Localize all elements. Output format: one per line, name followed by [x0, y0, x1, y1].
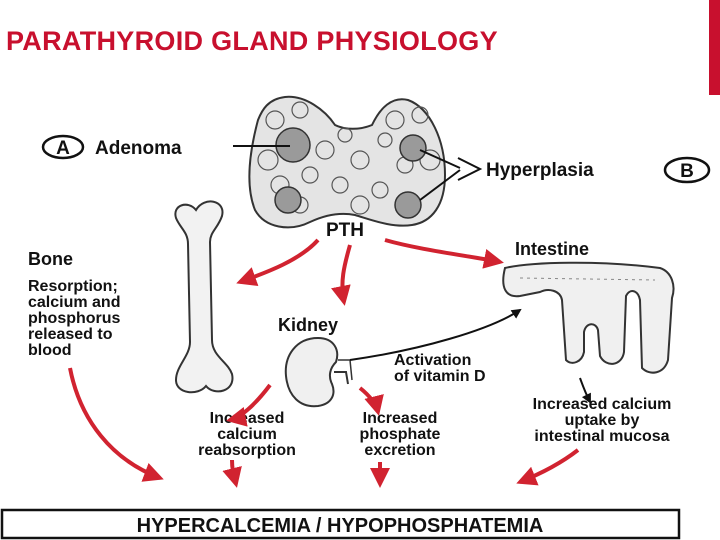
- svg-text:Increased: Increased: [363, 410, 438, 427]
- result-box: [0, 508, 681, 540]
- intestine-illustration: [502, 261, 675, 374]
- svg-text:excretion: excretion: [364, 442, 435, 459]
- accent-bar: [709, 0, 720, 95]
- vitamin-d-arrows: [349, 308, 591, 404]
- svg-text:Activation: Activation: [394, 352, 471, 369]
- hyperplasia-label-group: Hyperplasia B: [419, 149, 711, 201]
- arrow-reabsorption-to-result: [222, 459, 242, 488]
- label-a-letter: A: [56, 138, 70, 159]
- arrow-pth-to-bone: [236, 238, 320, 287]
- arrow-pth-to-kidney: [331, 244, 352, 306]
- svg-text:calcium: calcium: [217, 426, 277, 443]
- label-b-letter: B: [680, 161, 694, 182]
- pth-label: PTH: [326, 220, 364, 241]
- adenoma-label-group: A Adenoma: [41, 134, 290, 160]
- svg-text:blood: blood: [28, 342, 72, 359]
- svg-text:phosphorus: phosphorus: [28, 310, 121, 327]
- bone-description: Resorption; calcium and phosphorus relea…: [28, 278, 121, 359]
- intestine-label: Intestine: [515, 239, 589, 259]
- pathway-arrows: [68, 238, 580, 488]
- svg-text:uptake by: uptake by: [565, 412, 640, 429]
- svg-text:intestinal mucosa: intestinal mucosa: [534, 428, 669, 445]
- femur-bone-illustration: [174, 200, 234, 394]
- svg-text:reabsorption: reabsorption: [198, 442, 296, 459]
- hyperplasia-label: Hyperplasia: [486, 160, 594, 181]
- phosphate-excretion-label: Increased phosphate excretion: [360, 410, 441, 459]
- result-label: HYPERCALCEMIA / HYPOPHOSPHATEMIA: [137, 515, 544, 537]
- svg-text:of vitamin D: of vitamin D: [394, 368, 486, 385]
- svg-text:Increased calcium: Increased calcium: [533, 396, 672, 413]
- svg-text:released to: released to: [28, 326, 113, 343]
- calcium-reabsorption-label: Increased calcium reabsorption: [198, 410, 296, 459]
- label-a-oval: [41, 134, 85, 160]
- kidney-illustration: [284, 336, 353, 408]
- intestinal-uptake-label: Increased calcium uptake by intestinal m…: [533, 396, 672, 445]
- arrow-bone-to-result: [68, 367, 164, 482]
- vitamin-d-label: Activation of vitamin D: [394, 352, 486, 385]
- adenoma-label: Adenoma: [95, 138, 182, 159]
- slide-title: PARATHYROID GLAND PHYSIOLOGY: [6, 26, 498, 56]
- svg-text:calcium and: calcium and: [28, 294, 120, 311]
- arrow-pth-to-intestine: [384, 238, 504, 269]
- thyroid-gland-illustration: [248, 95, 447, 229]
- svg-text:Resorption;: Resorption;: [28, 278, 118, 295]
- kidney-label: Kidney: [278, 315, 338, 335]
- arrow-kidney-to-excretion: [358, 386, 384, 416]
- arrow-kidney-to-reabsorption: [226, 383, 272, 427]
- label-b-oval: [663, 156, 711, 184]
- bone-label: Bone: [28, 249, 73, 269]
- arrow-uptake-to-result: [516, 448, 580, 486]
- svg-text:phosphate: phosphate: [360, 426, 441, 443]
